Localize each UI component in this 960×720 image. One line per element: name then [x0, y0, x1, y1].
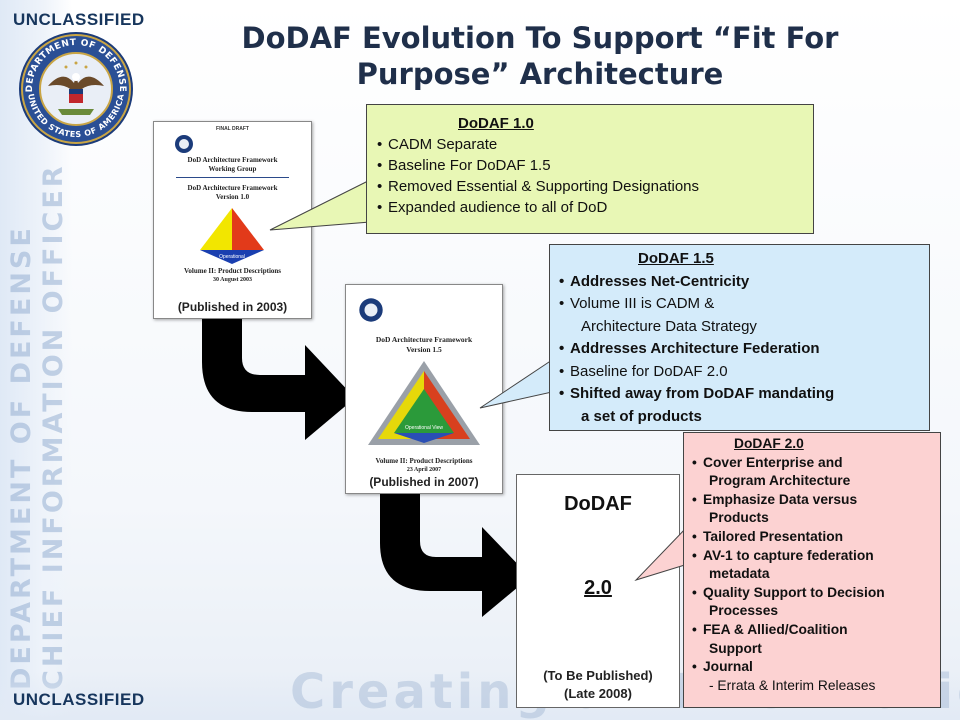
doc1-line-1: DoD Architecture Framework: [187, 156, 278, 164]
doc3-line-2: 2.0: [584, 577, 612, 599]
svg-text:Operational: Operational: [219, 254, 245, 260]
doc1-rule: [176, 177, 289, 178]
callout-pointer-2: [479, 359, 553, 409]
side-watermark: DEPARTMENT OF DEFENSE CHIEF INFORMATION …: [6, 130, 70, 690]
list-item: Tailored Presentation: [690, 528, 934, 547]
svg-text:Operational View: Operational View: [405, 425, 443, 431]
list-item-continuation: - Errata & Interim Releases: [709, 677, 876, 693]
page-title: DoDAF Evolution To Support “Fit For Purp…: [241, 21, 839, 91]
document-dodaf-1-5: DoD Architecture Framework Version 1.5 O…: [345, 284, 503, 494]
list-item: Journal: [690, 658, 934, 677]
classification-bottom: UNCLASSIFIED: [13, 690, 145, 709]
doc1-caption: (Published in 2003): [177, 300, 288, 314]
document-dodaf-2-0: DoDAF 2.0 (To Be Published) (Late 2008): [516, 474, 680, 708]
flow-arrow-1-icon: [202, 300, 355, 440]
list-item: CADM Separate: [375, 134, 805, 155]
doc2-line-1: DoD Architecture Framework: [375, 335, 473, 344]
flow-arrow-2-icon: [380, 487, 530, 617]
document-dodaf-1-0: FINAL DRAFT DoD Architecture Framework W…: [153, 121, 312, 319]
doc2-volume: Volume II: Product Descriptions: [375, 457, 473, 465]
list-item: Baseline for DoDAF 2.0: [557, 361, 921, 384]
callout-2-0-list: Cover Enterprise and Program Architectur…: [690, 454, 934, 696]
callout-dodaf-1-0: DoDAF 1.0 CADM Separate Baseline For DoD…: [366, 104, 814, 234]
doc2-date: 23 April 2007: [406, 467, 442, 473]
classification-top: UNCLASSIFIED: [13, 10, 145, 29]
list-item: Shifted away from DoDAF mandating: [557, 383, 921, 406]
list-item: AV-1 to capture federation: [690, 547, 934, 566]
doc1-line-4: Version 1.0: [215, 193, 250, 201]
doc1-volume: Volume II: Product Descriptions: [183, 267, 282, 275]
list-item-continuation: a set of products: [581, 407, 702, 425]
doc1-seal-icon: [175, 135, 193, 153]
doc2-triangle-icon: Operational View: [368, 361, 480, 445]
list-item: Addresses Net-Centricity: [557, 271, 921, 294]
callout-2-0-heading: DoDAF 2.0: [734, 436, 804, 451]
doc2-caption: (Published in 2007): [369, 475, 479, 489]
doc1-line-3: DoD Architecture Framework: [187, 184, 278, 192]
list-item-continuation: Products: [709, 510, 769, 526]
list-item: Cover Enterprise and: [690, 454, 934, 473]
callout-1-5-heading: DoDAF 1.5: [638, 250, 714, 267]
list-item: Removed Essential & Supporting Designati…: [375, 176, 805, 197]
list-item: Emphasize Data versus: [690, 491, 934, 510]
side-watermark-line-2: CHIEF INFORMATION OFFICER: [38, 163, 69, 690]
list-item: Expanded audience to all of DoD: [375, 197, 805, 218]
list-item-continuation: Architecture Data Strategy: [581, 317, 757, 335]
list-item: FEA & Allied/Coalition: [690, 621, 934, 640]
doc3-caption-line-2: (Late 2008): [564, 686, 632, 701]
callout-dodaf-2-0: DoDAF 2.0 Cover Enterprise and Program A…: [683, 432, 941, 708]
doc1-date: 30 August 2003: [212, 277, 252, 283]
doc1-triangle-icon: Operational: [200, 208, 264, 264]
doc3-caption-line-1: (To Be Published): [543, 668, 653, 683]
list-item-continuation: Program Architecture: [709, 473, 851, 489]
list-item: Volume III is CADM &: [557, 293, 921, 316]
doc1-line-2: Working Group: [208, 165, 257, 173]
list-item: Addresses Architecture Federation: [557, 338, 921, 361]
list-item-continuation: Processes: [709, 603, 779, 619]
callout-1-0-heading: DoDAF 1.0: [458, 115, 534, 132]
callout-1-5-list: Addresses Net-Centricity Volume III is C…: [557, 271, 921, 429]
list-item-continuation: Support: [709, 640, 762, 656]
callout-1-0-list: CADM Separate Baseline For DoDAF 1.5 Rem…: [375, 134, 805, 218]
dod-seal-icon: DEPARTMENT OF DEFENSE UNITED STATES OF A…: [19, 32, 133, 146]
side-watermark-line-1: DEPARTMENT OF DEFENSE: [6, 225, 37, 690]
list-item-continuation: metadata: [709, 566, 770, 582]
list-item: Baseline For DoDAF 1.5: [375, 155, 805, 176]
callout-dodaf-1-5: DoDAF 1.5 Addresses Net-Centricity Volum…: [549, 244, 930, 431]
doc2-line-2: Version 1.5: [406, 345, 442, 354]
doc2-seal-icon: [359, 298, 383, 322]
doc1-header: FINAL DRAFT: [216, 126, 249, 132]
doc3-line-1: DoDAF: [564, 493, 632, 515]
list-item: Quality Support to Decision: [690, 584, 934, 603]
